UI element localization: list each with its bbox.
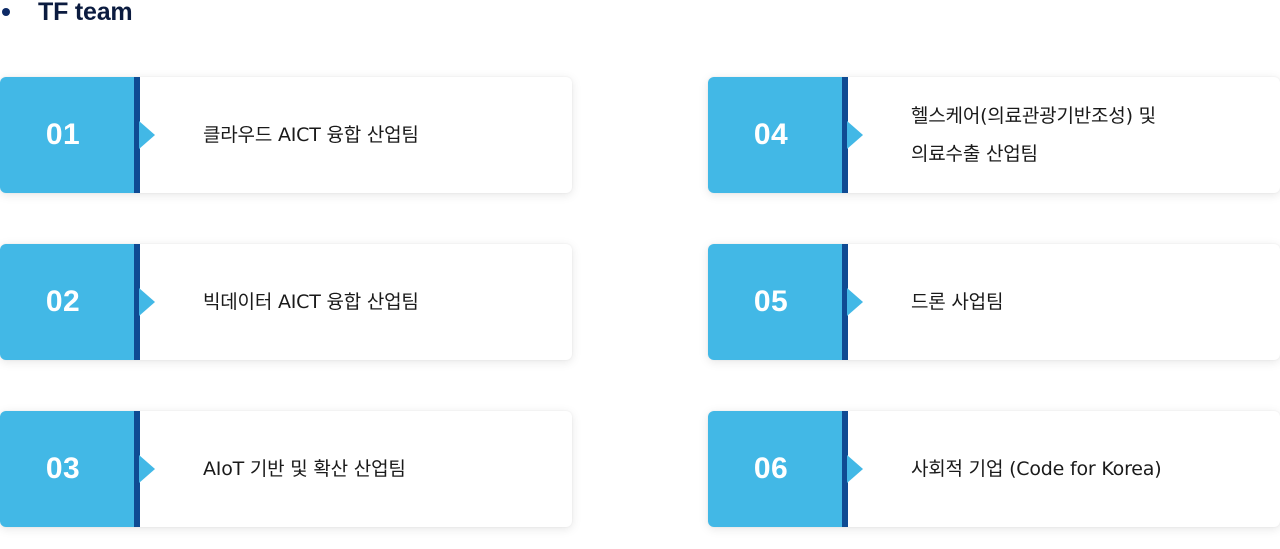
team-card-02: 02 빅데이터 AICT 융합 산업팀 bbox=[0, 244, 572, 360]
team-card-01: 01 클라우드 AICT 융합 산업팀 bbox=[0, 77, 572, 193]
section-header: TF team bbox=[0, 0, 133, 29]
team-name-line: AIoT 기반 및 확산 산업팀 bbox=[203, 458, 406, 480]
team-number-box: 05 bbox=[708, 244, 848, 360]
team-name-line: 빅데이터 AICT 융합 산업팀 bbox=[203, 291, 419, 313]
team-number: 02 bbox=[45, 285, 81, 318]
team-number-box: 06 bbox=[708, 411, 848, 527]
team-card-03: 03 AIoT 기반 및 확산 산업팀 bbox=[0, 411, 572, 527]
section-title: TF team bbox=[38, 0, 133, 26]
team-card-05: 05 드론 사업팀 bbox=[708, 244, 1280, 360]
team-number-box: 02 bbox=[0, 244, 140, 360]
team-name: 클라우드 AICT 융합 산업팀 bbox=[203, 116, 419, 154]
team-name-line: 의료수출 산업팀 bbox=[911, 143, 1038, 165]
team-number: 01 bbox=[45, 118, 81, 151]
team-name-line: 드론 사업팀 bbox=[911, 291, 1004, 313]
team-name: 빅데이터 AICT 융합 산업팀 bbox=[203, 283, 419, 321]
team-name-line: 헬스케어(의료관광기반조성) 및 bbox=[911, 105, 1156, 127]
team-name: 드론 사업팀 bbox=[911, 283, 1003, 321]
bullet-icon bbox=[2, 8, 10, 16]
team-name: 사회적 기업 (Code for Korea) bbox=[911, 450, 1162, 488]
team-number: 03 bbox=[45, 452, 81, 485]
team-number-box: 04 bbox=[708, 77, 848, 193]
team-name-line: 클라우드 AICT 융합 산업팀 bbox=[203, 124, 419, 146]
team-name-line: 사회적 기업 (Code for Korea) bbox=[911, 458, 1162, 480]
team-number: 05 bbox=[753, 285, 789, 318]
team-number: 04 bbox=[753, 118, 789, 151]
team-number-box: 01 bbox=[0, 77, 140, 193]
team-name: AIoT 기반 및 확산 산업팀 bbox=[203, 450, 406, 488]
team-number: 06 bbox=[753, 452, 789, 485]
team-card-04: 04 헬스케어(의료관광기반조성) 및 의료수출 산업팀 bbox=[708, 77, 1280, 193]
team-card-06: 06 사회적 기업 (Code for Korea) bbox=[708, 411, 1280, 527]
team-number-box: 03 bbox=[0, 411, 140, 527]
team-name: 헬스케어(의료관광기반조성) 및 의료수출 산업팀 bbox=[911, 97, 1156, 173]
